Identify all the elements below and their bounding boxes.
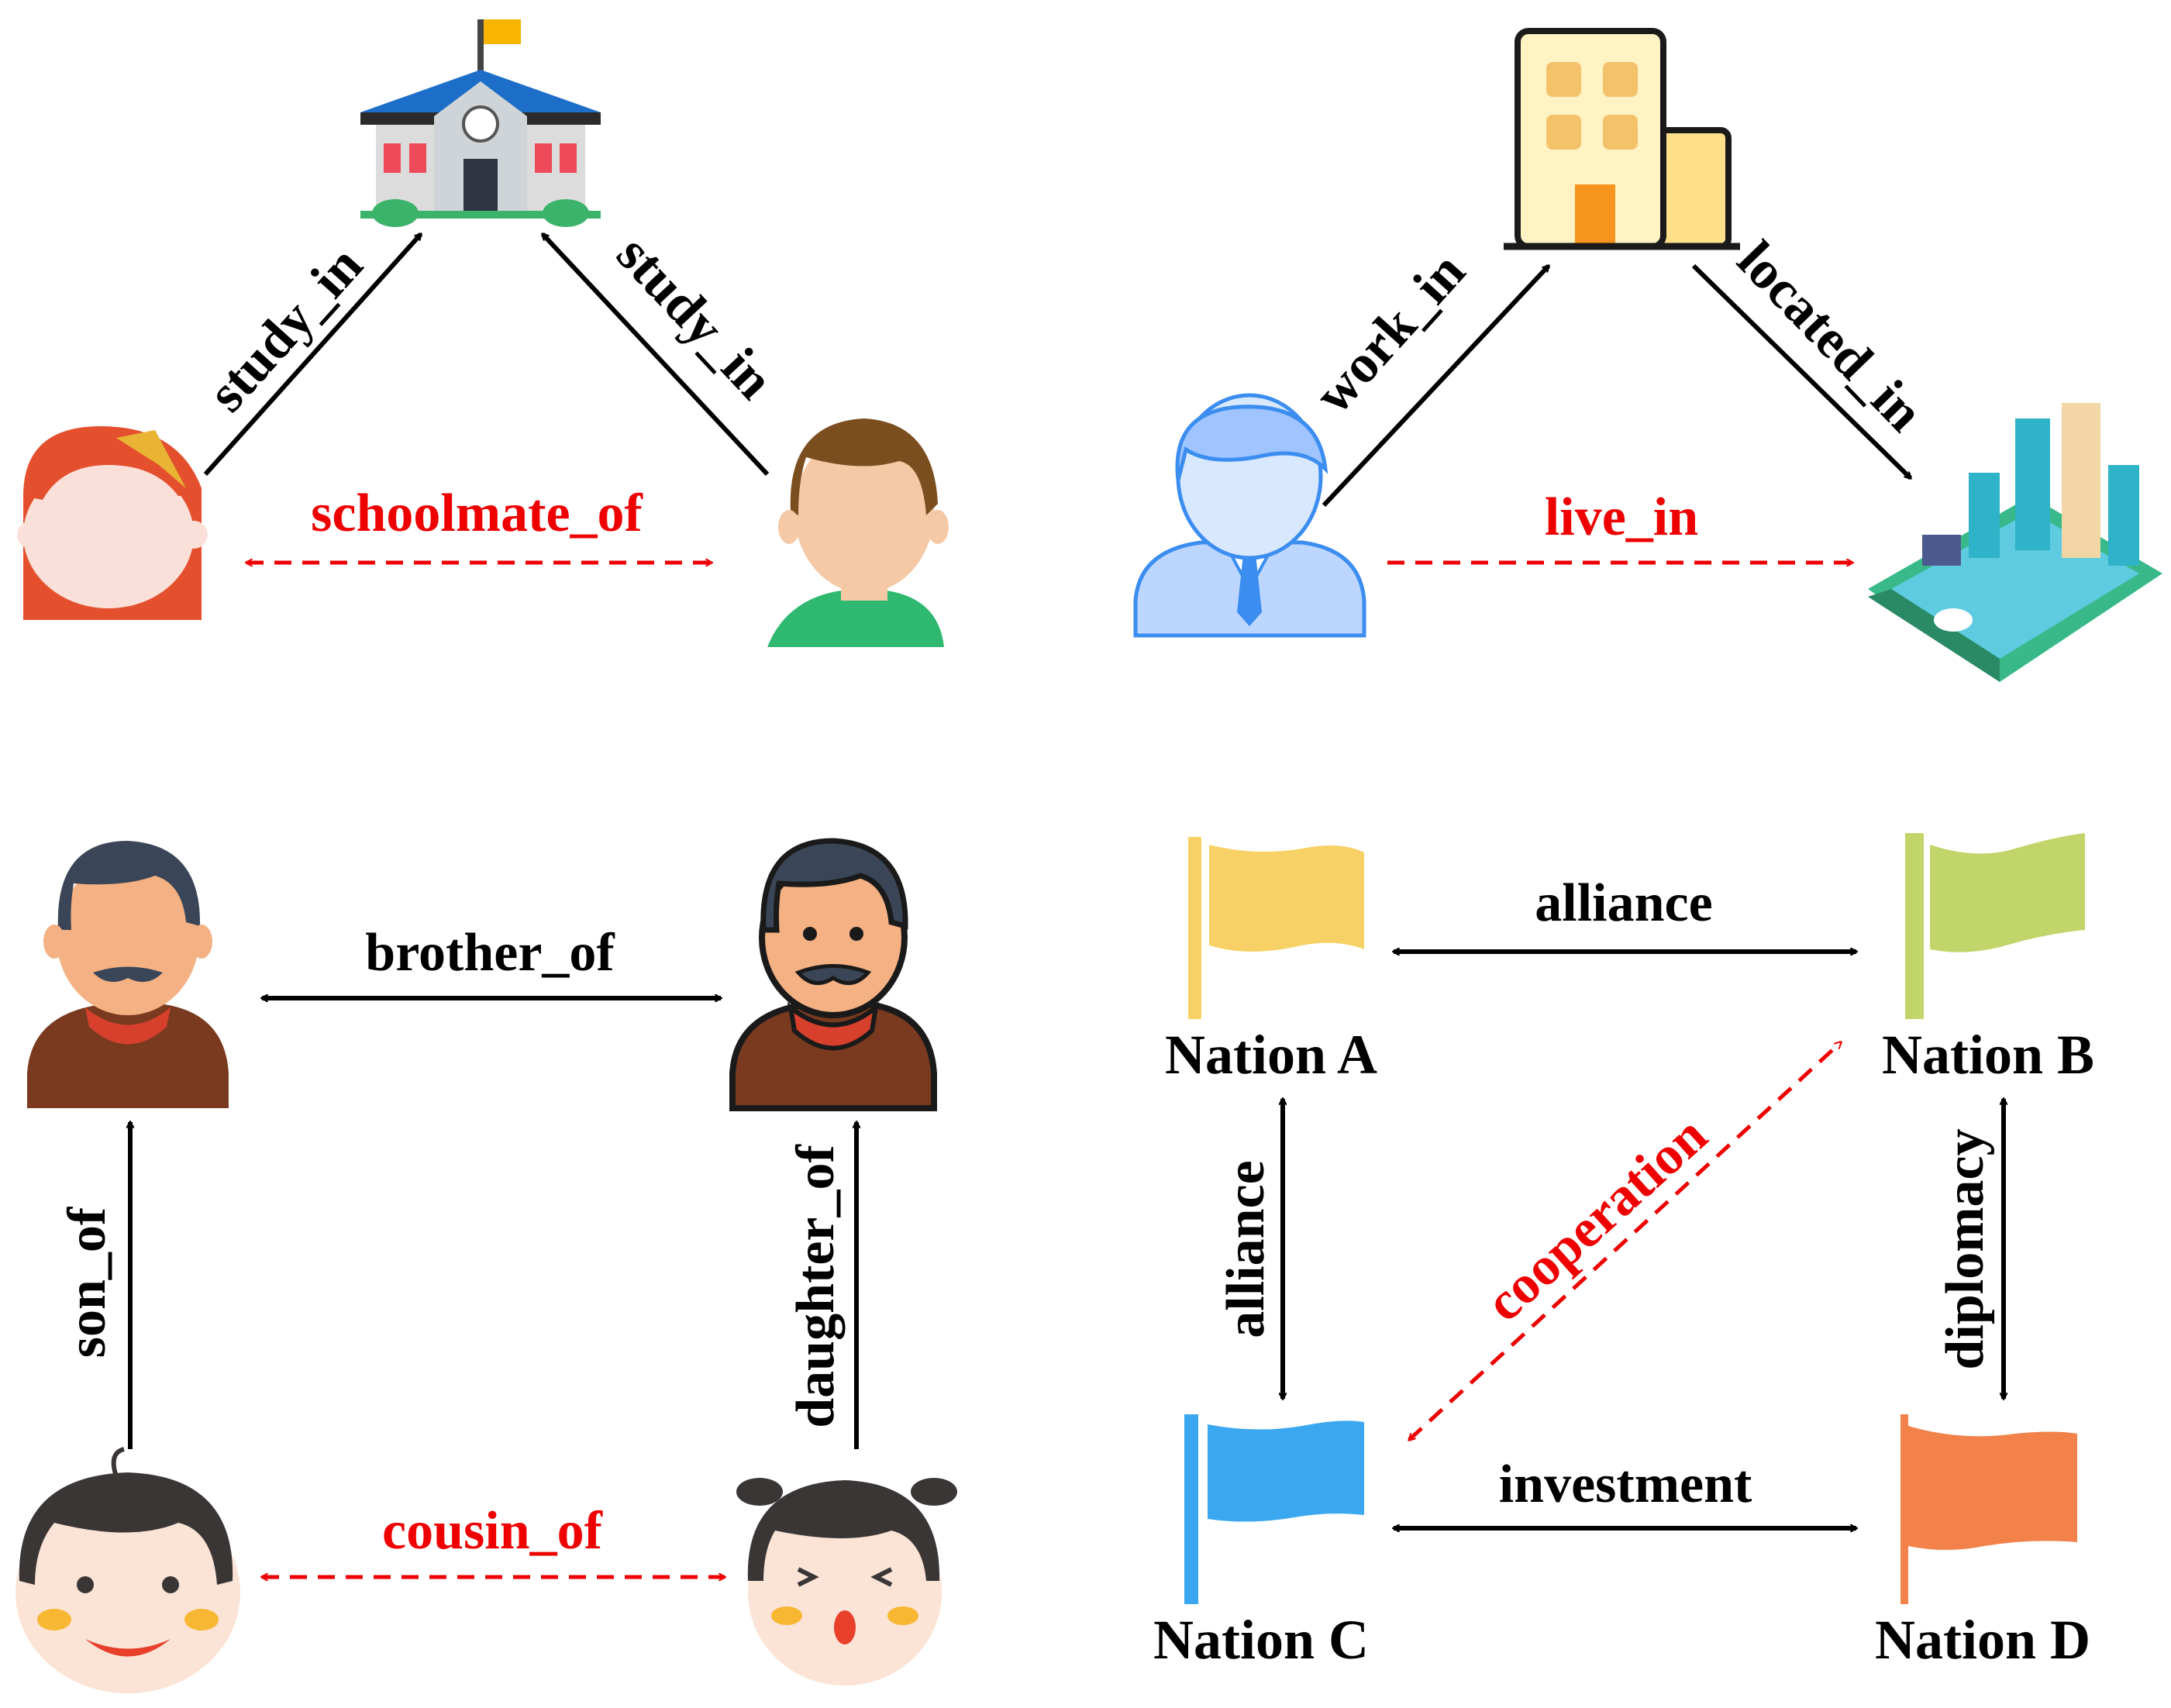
study-in-arrow-left (203, 234, 423, 477)
alliance-ab-label: alliance (1535, 873, 1712, 933)
boy-face-icon (16, 1447, 240, 1693)
cousin-of-label: cousin_of (382, 1501, 603, 1561)
diplomacy-bd-label: diplomacy (1935, 1128, 1995, 1369)
schoolmate-of-label: schoolmate_of (311, 484, 643, 543)
nations-panel: Nation A Nation B Nation C Nation D alli… (1153, 833, 2094, 1671)
city-icon (1868, 403, 2162, 682)
located-in-arrow (1691, 263, 1911, 480)
nation-c-label: Nation C (1153, 1609, 1369, 1671)
live-in-label: live_in (1545, 487, 1698, 547)
girl-face-icon (736, 1478, 957, 1686)
school-building-icon (360, 19, 601, 227)
nation-d-label: Nation D (1875, 1609, 2090, 1671)
alliance-ac-label: alliance (1216, 1160, 1276, 1338)
flag-icon (1184, 1414, 1364, 1604)
study-in-label-right: study_in (605, 224, 784, 410)
cooperation-bc-arrow (1409, 1042, 1841, 1440)
flag-icon (1905, 833, 2085, 1019)
office-building-icon (1504, 28, 1740, 250)
investment-cd-label: investment (1499, 1455, 1752, 1514)
nation-b-label: Nation B (1882, 1024, 2094, 1086)
study-in-label-left: study_in (197, 236, 374, 423)
flag-icon (1188, 837, 1364, 1019)
work-in-label: work_in (1303, 242, 1477, 425)
flag-icon (1900, 1414, 2077, 1604)
boy-green-shirt-icon (767, 418, 949, 647)
businessman-icon (1133, 393, 1366, 638)
brother-of-label: brother_of (365, 923, 615, 983)
family-panel: brother_of son_of daughter_of cousin_of (16, 838, 957, 1693)
cooperation-bc-label: cooperation (1475, 1105, 1718, 1333)
son-of-label: son_of (57, 1207, 117, 1358)
work-panel: work_in located_in live_in (1133, 28, 2162, 682)
man-mustache-icon (729, 838, 937, 1111)
study-in-arrow-right (540, 234, 770, 477)
man-mustache-icon (27, 841, 229, 1108)
located-in-label: located_in (1726, 230, 1935, 442)
girl-red-hair-icon (17, 426, 208, 620)
work-in-arrow (1322, 266, 1551, 508)
nation-a-label: Nation A (1165, 1024, 1377, 1086)
daughter-of-label: daughter_of (786, 1145, 846, 1428)
school-panel: study_in study_in schoolmate_of (17, 19, 949, 647)
